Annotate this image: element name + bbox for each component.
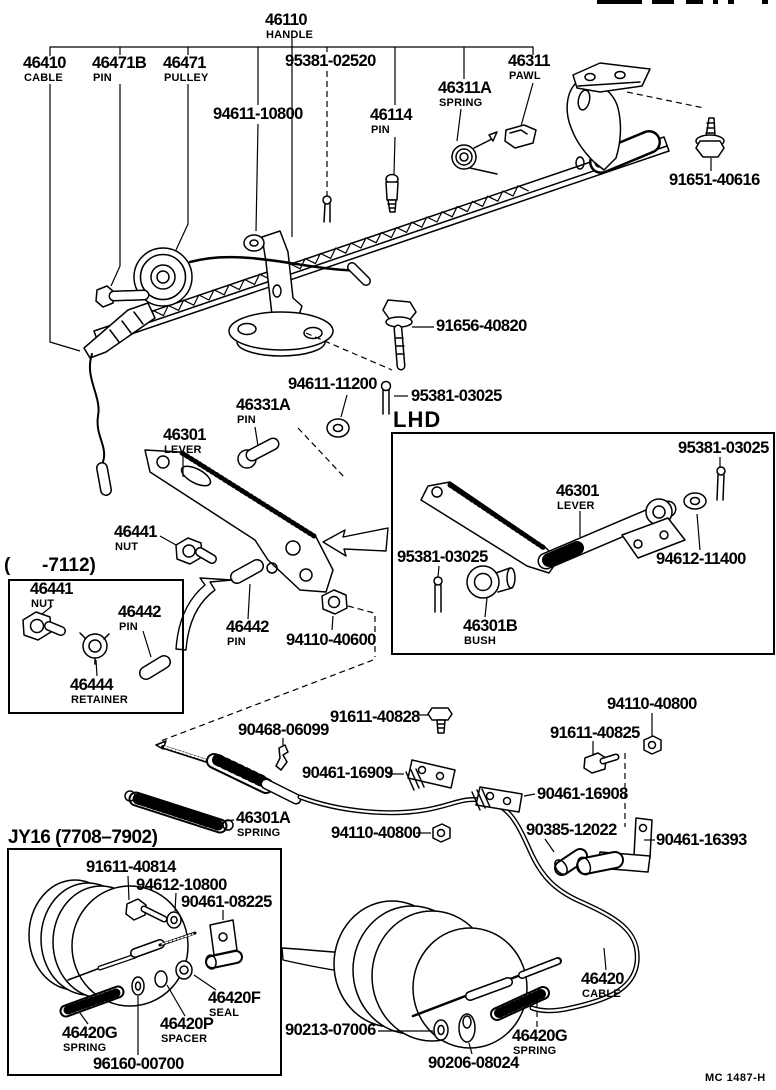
cable-adjuster-art [155,740,302,805]
bolt-91611-40828-art [417,707,453,734]
pin-46442-main-art [230,559,264,620]
jy16-caption: JY16 (7708–7902) [8,827,158,848]
cotter-pin-95381-02520-art [322,195,332,223]
bracket-90461-16393-art [576,753,655,876]
jy16-rings-art [131,960,217,1055]
pin-46331a-art [237,426,280,469]
mount-bracket-art [228,230,334,357]
pawl-bracket-art [566,62,651,171]
drawing-code: MC 1487-H [705,1072,766,1084]
lhd-variant-frame [391,432,775,655]
nuts-94110-40800-art [416,713,662,843]
equalizer-cable-art [297,794,640,1014]
lhd-lever-art [420,481,707,574]
jy16-variant-frame [7,848,282,1076]
clamp-90461-16908-art [471,786,536,813]
front-cable-art [83,255,371,496]
jy16-spring-46420g-art [59,985,125,1025]
jy16-clamp-90461-08225-art [205,910,243,970]
cotter-pin-95381-03025-main-art [380,380,408,415]
washer-94611-11200-art [326,394,350,438]
early-production-caption: ( -7112) [4,555,96,576]
bolt-91656-40820-art [305,299,434,371]
jy16-rod-art [67,931,197,981]
jy16-bolt-91611-40814-art [125,875,168,923]
booster-main-art [333,900,562,1049]
early-production-frame [8,579,184,714]
leader-lines-top [49,38,712,352]
lhd-cotter-pins-art [433,457,726,613]
clip-90468-06099-art [275,738,289,771]
bush-46301b-art [466,565,516,618]
clamp-90461-16909-art [388,759,456,791]
washer-94611-10800-art [243,234,265,252]
lever-46301-art [144,449,334,593]
nut-46441-main-art [159,535,217,565]
pulley-art [133,247,193,307]
pin-46114-art [385,173,399,213]
spring-46301a-art [124,790,235,834]
pin-bolt-46471b-art [95,285,150,308]
pawl-46311-art [504,124,537,149]
jy16-washer-94612-10800-art [166,892,182,929]
arrow-left-icon [322,527,389,557]
bottom-leaders [378,947,607,1055]
spring-46420g-main-art [490,986,550,1027]
screw-91651-40616-art [695,117,725,158]
arrow-up-right-icon [175,577,233,651]
spring-46311a-art [451,131,498,175]
bolt-91611-40825-art [583,741,620,774]
lhd-caption: LHD [393,407,442,432]
bushing-90385-12022-art [544,838,588,876]
nut-94110-40600-art [157,427,376,743]
early-box-parts-art [22,605,171,680]
